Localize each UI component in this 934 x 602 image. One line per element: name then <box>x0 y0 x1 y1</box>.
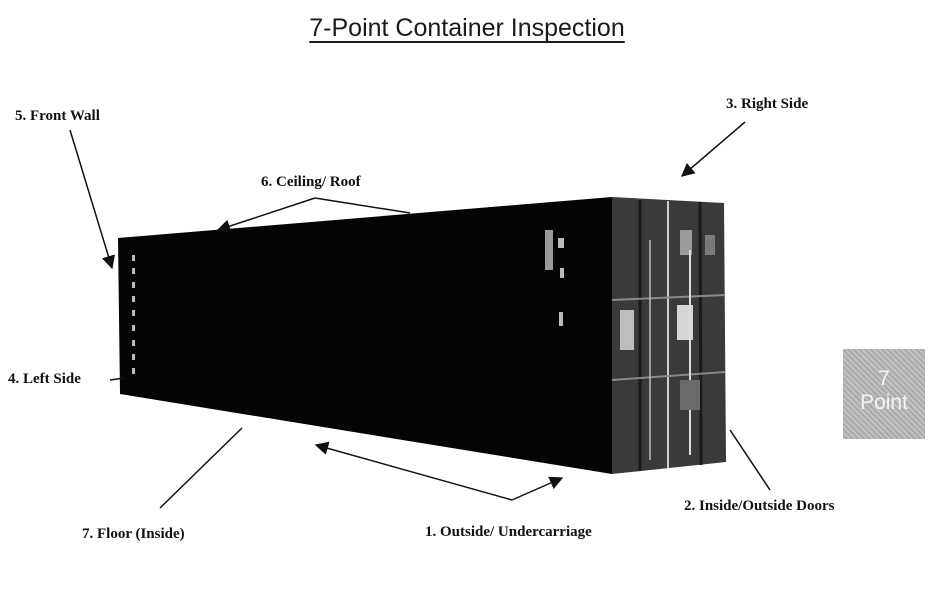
seven-point-badge: 7 Point <box>843 349 925 439</box>
label-undercarriage: 1. Outside/ Undercarriage <box>425 524 592 540</box>
label-right-side: 3. Right Side <box>726 96 809 112</box>
arrow-ceiling-right <box>314 197 411 214</box>
arrow-doors <box>729 429 771 491</box>
arrow-front-wall <box>69 129 115 270</box>
page-title: 7-Point Container Inspection <box>309 14 625 42</box>
arrow-floor <box>159 427 243 509</box>
badge-word: Point <box>860 391 908 414</box>
callout-arrows <box>69 121 771 509</box>
label-left-side: 4. Left Side <box>8 371 81 387</box>
arrow-left-side <box>109 377 125 381</box>
arrow-right-side <box>680 121 746 177</box>
container-side-panel <box>118 197 612 474</box>
label-front-wall: 5. Front Wall <box>15 108 100 124</box>
container-markings <box>132 230 564 374</box>
badge-number: 7 <box>878 367 890 390</box>
label-doors: 2. Inside/Outside Doors <box>684 498 835 514</box>
container-door-end <box>611 197 726 474</box>
arrow-undercarriage-right <box>511 476 564 501</box>
label-ceiling-roof: 6. Ceiling/ Roof <box>261 174 361 190</box>
label-floor: 7. Floor (Inside) <box>82 526 185 542</box>
arrow-undercarriage-left <box>314 441 513 501</box>
arrow-ceiling-left <box>216 197 316 233</box>
